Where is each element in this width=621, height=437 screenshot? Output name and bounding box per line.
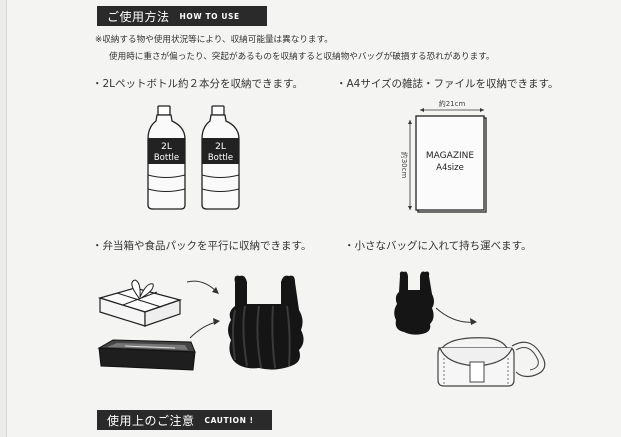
bottle-label-2: Bottle (208, 153, 233, 163)
bottle-icon: 2L Bottle (201, 105, 240, 210)
how-to-use-header: ご使用方法 HOW TO USE (97, 6, 267, 26)
arrow-icon (189, 318, 220, 339)
bullet-lunchbox: ・弁当箱や食品パックを平行に収納できます。 (92, 240, 312, 252)
note-line-1: ※収納する物や使用状況等により、収納可能量は異なります。 (95, 35, 333, 45)
bottle-label-1: 2L (215, 142, 226, 152)
magazine-icon: MAGAZINE A4size (415, 115, 487, 213)
caution-header: 使用上のご注意 CAUTION ! (97, 410, 272, 430)
arrow-icon (186, 280, 219, 294)
magazine-illustration: 約21cm 約30cm MAGAZINE A4size (400, 99, 487, 213)
arrow-icon (435, 307, 477, 325)
bottle-label-1: 2L (161, 142, 172, 152)
magazine-title: MAGAZINE (426, 151, 474, 161)
magazine-height-label: 約30cm (400, 152, 409, 179)
tray-icon (97, 339, 196, 371)
magazine-size: A4size (436, 163, 464, 173)
small-bag-illustration (394, 271, 546, 387)
bag-icon (394, 271, 434, 335)
caution-title: 使用上のご注意 (107, 413, 195, 428)
bottle-label-2: Bottle (154, 153, 179, 163)
bullet-small-bag: ・小さなバッグに入れて持ち運べます。 (344, 240, 532, 252)
bottle-icon: 2L Bottle (147, 105, 186, 210)
bullet-magazine: ・A4サイズの雑誌・ファイルを収納できます。 (336, 78, 559, 90)
how-to-use-title-en: HOW TO USE (179, 11, 240, 21)
gift-box-icon (97, 279, 183, 327)
magazine-width-label: 約21cm (439, 99, 466, 108)
how-to-use-title: ご使用方法 (107, 9, 170, 24)
note-line-2: 使用時に重さが偏ったり、突起があるものを収納すると収納物やバッグが破損する恐れが… (109, 52, 495, 62)
caution-title-en: CAUTION ! (204, 415, 254, 425)
bullet-bottles: ・2Lペットボトル約２本分を収納できます。 (92, 78, 303, 90)
bottles-illustration: 2L Bottle 2L Bottle (147, 105, 240, 210)
lunchbox-illustration (97, 275, 304, 371)
bag-icon (228, 275, 304, 370)
pouch-icon (437, 337, 546, 387)
